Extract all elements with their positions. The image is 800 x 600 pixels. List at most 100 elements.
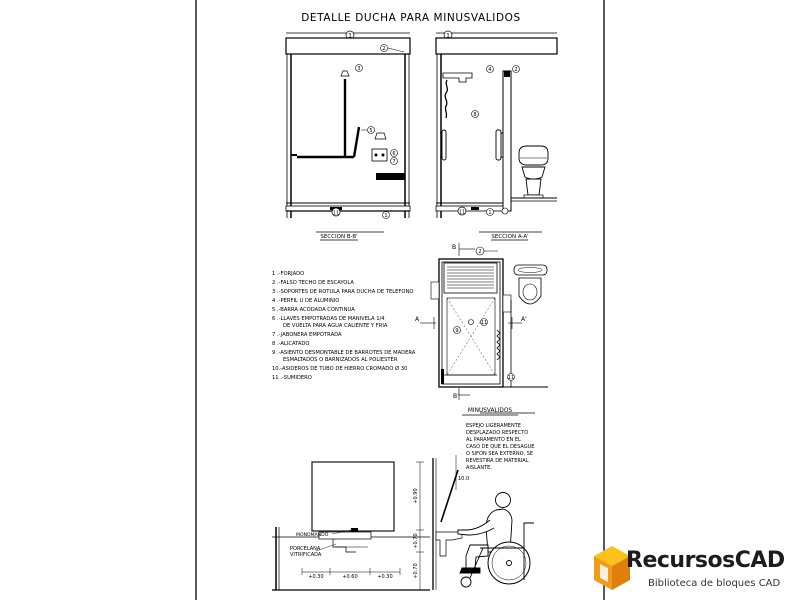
toilet-bowl-a <box>521 166 546 180</box>
svg-text:11: 11 <box>508 375 514 381</box>
ceiling-slab-b <box>285 37 411 55</box>
svg-text:ESPEJO LIGERAMENTE: ESPEJO LIGERAMENTE <box>466 423 521 429</box>
svg-text:REVESTIRA DE MATERIAL: REVESTIRA DE MATERIAL <box>466 458 529 464</box>
basin-elevation-body <box>318 531 372 540</box>
svg-text:1: 1 <box>446 33 450 40</box>
taps-plate-b <box>371 148 388 162</box>
svg-text:AL PARAMENTO EN EL: AL PARAMENTO EN EL <box>466 437 521 443</box>
ceiling-slab-a <box>435 37 558 55</box>
legend-item-3: 3 .-SOPORTES DE ROTULA PARA DUCHA DE TEL… <box>272 289 413 295</box>
legend-item-1: 1 .-FORJADO <box>272 271 304 277</box>
svg-text:A': A' <box>521 316 527 323</box>
bench-b <box>376 173 405 180</box>
shower-hose-a <box>444 79 449 119</box>
svg-text:CASO DE QUE EL DESAGUE: CASO DE QUE EL DESAGUE <box>466 444 534 450</box>
svg-text:5: 5 <box>369 128 372 134</box>
svg-text:+0.70: +0.70 <box>413 533 419 548</box>
callout-2-b <box>380 44 388 52</box>
svg-text:3: 3 <box>357 66 360 72</box>
svg-text:O SIFON SEA EXTERNO, SE: O SIFON SEA EXTERNO, SE <box>466 451 533 457</box>
callout-11-b <box>331 207 341 217</box>
legend-item-5: 5 .-BARRA ACODADA CONTINUA <box>272 307 355 313</box>
plan-title: MINUSVALIDOS <box>468 408 512 414</box>
svg-text:AISLANTE.: AISLANTE. <box>466 465 492 471</box>
svg-text:+0.30: +0.30 <box>308 574 323 580</box>
section-a-view: 1 4 2 8 11 1 <box>435 30 558 241</box>
section-b-label: SECCION B-B' <box>320 234 357 240</box>
callout-9-plan <box>453 326 461 334</box>
legend-item-2: 2 .-FALSO TECHO DE ESCAYOLA <box>272 280 354 286</box>
callout-6-b <box>390 149 398 157</box>
label-monomando: MONOMANDO <box>296 532 329 538</box>
soap-dish-b <box>374 132 387 140</box>
legend-item-4: 4 .-PERFIL U DE ALUMINIO <box>272 298 339 304</box>
callout-1-top-num: 1 <box>348 33 352 40</box>
callout-1-b-bottom <box>382 211 390 219</box>
svg-text:B': B' <box>453 393 459 400</box>
svg-text:+0.60: +0.60 <box>342 574 357 580</box>
basin-side <box>435 531 463 557</box>
user-head <box>495 492 511 508</box>
section-b-view: 1 2 3 5 6 7 11 1 <box>285 30 411 241</box>
svg-text:11: 11 <box>459 210 465 216</box>
svg-text:2: 2 <box>514 67 517 73</box>
wheel-small <box>460 576 472 588</box>
svg-text:DESPLAZADO RESPECTO: DESPLAZADO RESPECTO <box>466 430 528 436</box>
legend-item-10: 10.-ASIDEROS DE TUBO DE HIERRO CROMADO Ø… <box>272 365 407 372</box>
legend-item-9: 9 .-ASIENTO DESMONTABLE DE BARROTES DE M… <box>272 350 416 356</box>
svg-text:7: 7 <box>392 159 395 165</box>
svg-text:2: 2 <box>382 46 385 52</box>
callout-1-a-bottom <box>486 208 494 216</box>
svg-text:B: B <box>452 244 456 251</box>
svg-text:10.0: 10.0 <box>458 476 469 482</box>
legend-item-6b: DE VUELTA PARA AGUA CALIENTE Y FRIA <box>283 323 388 329</box>
drawing-title: DETALLE DUCHA PARA MINUSVALIDOS <box>301 12 521 24</box>
legend-item-9b: ESMALTADOS O BARNIZADOS AL POLIESTER <box>283 357 398 363</box>
svg-text:11: 11 <box>481 320 487 326</box>
shower-head-a <box>442 72 473 83</box>
brand-tagline: Biblioteca de bloques CAD <box>648 578 781 589</box>
drain-plan <box>468 319 474 325</box>
logo-cube-icon <box>594 546 630 590</box>
callout-3-b <box>355 64 363 72</box>
wheelchair-user <box>457 492 534 588</box>
section-a-label: SECCION A-A' <box>491 234 528 240</box>
shower-head-b <box>340 70 350 77</box>
grab-bar-a-left <box>441 129 447 161</box>
svg-text:1: 1 <box>384 213 387 219</box>
svg-text:6: 6 <box>392 151 395 157</box>
callout-4-a <box>486 65 494 73</box>
folding-seat-plan <box>443 262 498 294</box>
brand-name: RecursosCAD <box>626 548 785 573</box>
svg-text:+0.70: +0.70 <box>413 563 419 578</box>
callout-11-a <box>457 206 467 216</box>
callout-11-plan <box>480 318 488 326</box>
svg-text:11: 11 <box>333 211 339 217</box>
callout-11-plan-b <box>507 373 515 381</box>
svg-text:VITRIFICADA: VITRIFICADA <box>290 552 322 558</box>
legend-item-7: 7 .-JABONERA EMPOTRADA <box>272 332 342 338</box>
label-porcelana: PORCELANA <box>290 546 321 552</box>
svg-text:+0.30: +0.30 <box>377 574 392 580</box>
partition-wall-a <box>502 70 512 212</box>
basin-elevation: MONOMANDO PORCELANA VITRIFICADA +0.30 +0… <box>272 455 469 591</box>
legend-item-8: 8 .-ALICATADO <box>272 341 309 347</box>
callout-10-a <box>501 207 509 215</box>
tilted-mirror <box>440 469 459 523</box>
toilet-tank-a <box>518 145 549 166</box>
floor-slab-b <box>285 205 411 212</box>
grab-bar-a-right <box>495 129 502 161</box>
callout-5-b <box>367 126 375 134</box>
user-feet <box>459 567 481 574</box>
mirror-elevation <box>311 461 395 532</box>
legend-item-11: 11 .-SUMIDERO <box>272 375 312 381</box>
svg-text:2: 2 <box>478 249 481 255</box>
mirror-note: ESPEJO LIGERAMENTE DESPLAZADO RESPECTO A… <box>466 423 534 471</box>
legend: 1 .-FORJADO 2 .-FALSO TECHO DE ESCAYOLA … <box>272 271 416 381</box>
wheelchair-frame <box>469 522 534 580</box>
callout-7-b <box>390 157 398 165</box>
legend-item-6: 6 .-LLAVES EMPOTRADAS DE MANIVELA 1/4 <box>272 316 385 322</box>
grab-bar-plan <box>496 329 501 361</box>
plan-view: B 2 9 11 A <box>415 243 548 416</box>
svg-text:A: A <box>415 316 420 323</box>
